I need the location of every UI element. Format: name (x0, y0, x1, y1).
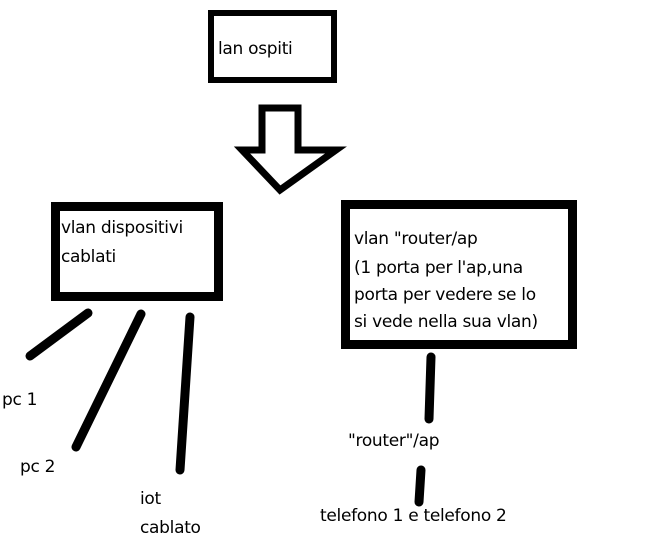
pc2-label: pc 2 (20, 457, 56, 477)
vlan-dispositivi-box: vlan dispositivi cablati (51, 202, 223, 301)
pc1-label: pc 1 (2, 390, 38, 410)
vlan-router-line-1: vlan "router/ap (354, 229, 478, 249)
iot-label-line-1: iot (140, 489, 161, 509)
router-ap-label: "router"/ap (348, 431, 440, 451)
lan-ospiti-box: lan ospiti (208, 10, 337, 83)
vlan-dispositivi-line-1: vlan dispositivi (61, 218, 183, 238)
line-to-pc2 (71, 309, 146, 452)
vlan-dispositivi-line-2: cablati (61, 247, 116, 267)
line-to-pc1 (25, 308, 93, 361)
iot-label-line-2: cablato (140, 518, 201, 538)
line-to-phones (414, 465, 426, 507)
vlan-router-box: vlan "router/ap (1 porta per l'ap,una po… (341, 200, 577, 349)
vlan-router-line-2: (1 porta per l'ap,una (354, 258, 523, 278)
vlan-router-line-3: porta per vedere se lo (354, 285, 536, 305)
phones-label: telefono 1 e telefono 2 (320, 506, 507, 526)
lan-ospiti-label: lan ospiti (218, 39, 293, 59)
vlan-router-line-4: si vede nella sua vlan) (354, 312, 538, 332)
line-to-iot (175, 312, 195, 475)
down-arrow (233, 104, 347, 195)
line-to-router (424, 352, 436, 424)
